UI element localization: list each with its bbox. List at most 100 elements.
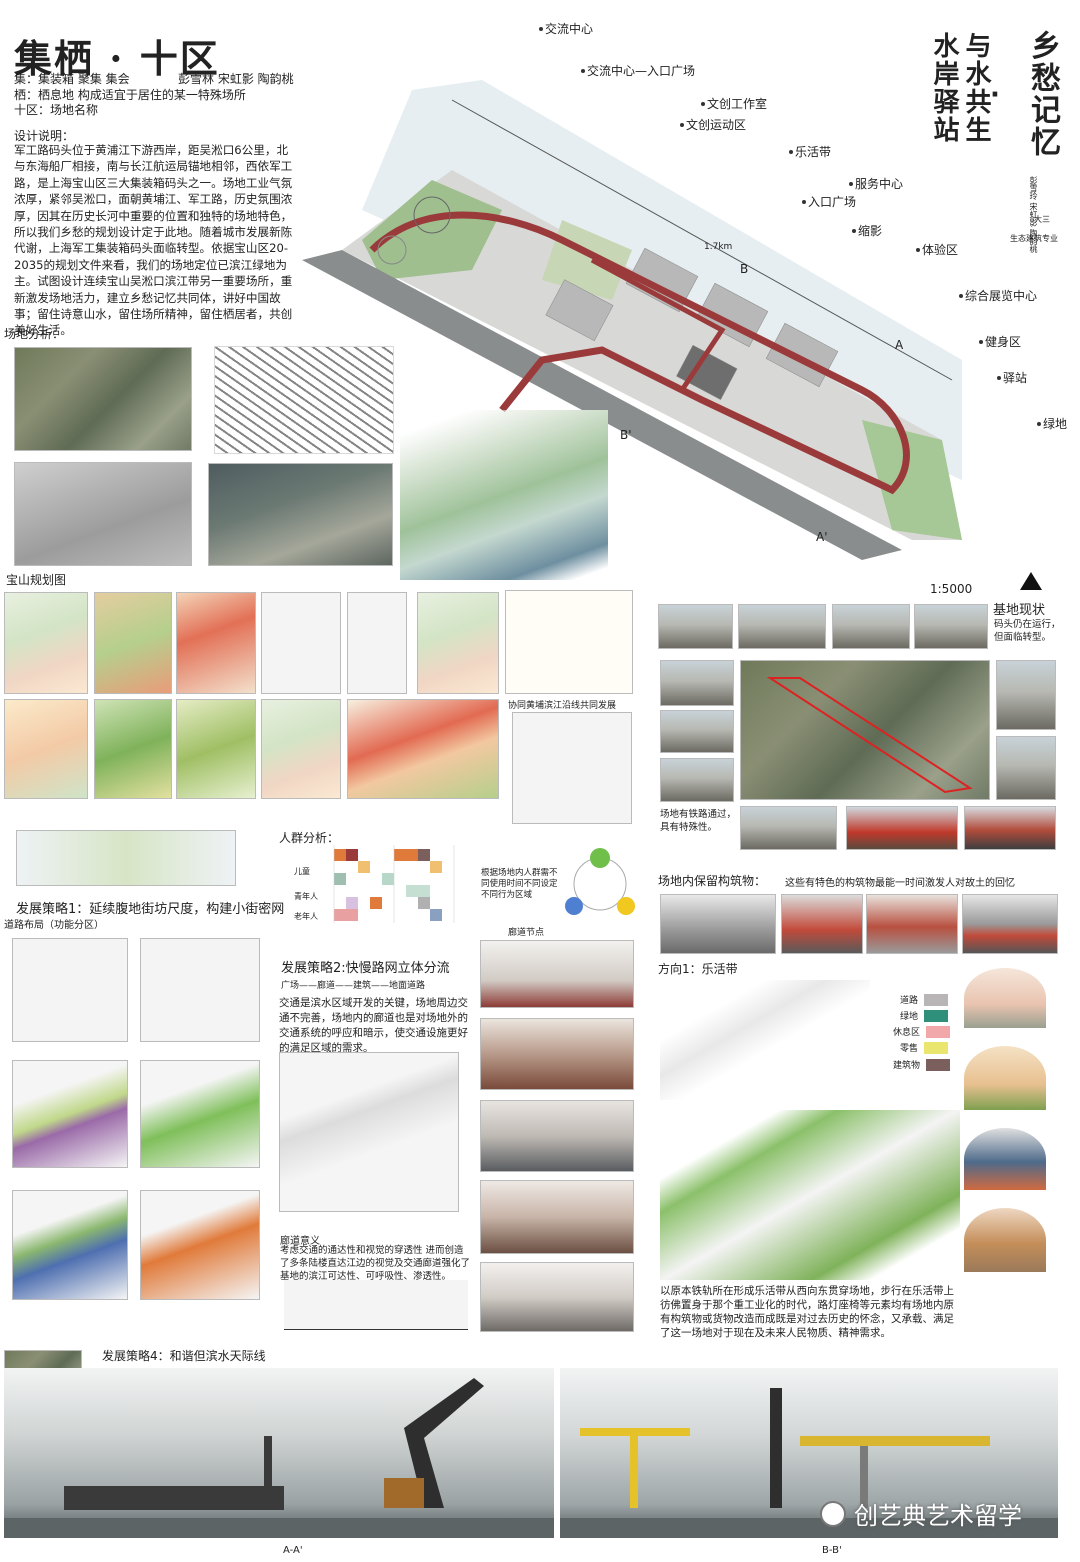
direction1-vignette-4 — [964, 1208, 1046, 1272]
status-photo-9 — [996, 736, 1056, 800]
callout-station: 驿站 — [996, 371, 1028, 385]
status-photo-12 — [964, 806, 1056, 850]
status-photo-8 — [996, 660, 1056, 730]
baoshan-plan-3 — [176, 592, 256, 694]
function-zone-1 — [12, 1060, 128, 1168]
north-arrow-icon — [1020, 572, 1042, 590]
site-layer-diagram — [400, 410, 608, 580]
section-marker-a2: A' — [816, 530, 828, 544]
baoshan-plan-5 — [347, 592, 407, 694]
retained-trailer — [962, 894, 1058, 954]
crowd-row-youth: 青年人 — [294, 892, 318, 901]
corridor-render-4 — [480, 1180, 634, 1254]
status-photo-4 — [914, 604, 988, 649]
title-dot: · — [990, 80, 1000, 110]
baoshan-plan-4 — [261, 592, 341, 694]
header-line1: 集：集装箱 聚集 集会 — [14, 72, 130, 86]
direction1-plan-2 — [660, 1110, 960, 1280]
title-grade: 大三 — [1034, 215, 1050, 224]
site-boundary — [766, 677, 973, 794]
rail-note: 场地有铁路通过，具有特殊性。 — [660, 809, 737, 833]
crowd-chart — [333, 845, 455, 923]
baoshan-plan-7 — [4, 699, 88, 799]
status-photo-7 — [660, 758, 734, 802]
section-bb-label: B-B' — [822, 1545, 842, 1556]
status-photo-5 — [660, 660, 734, 706]
masterplan-scale: 1:5000 — [930, 582, 973, 596]
baoshan-heading: 宝山规划图 — [6, 573, 67, 587]
status-photo-3 — [832, 604, 910, 649]
callout-studio: 文创工作室 — [700, 97, 768, 111]
coop-caption: 协同黄埔滨江沿线共同发展 — [508, 701, 617, 711]
crowd-heading: 人群分析： — [279, 831, 340, 845]
corridor-render-3 — [480, 1100, 634, 1172]
base-note: 码头仍在运行，但面临转型。 — [994, 619, 1061, 643]
header-line3: 十区：场地名称 — [14, 103, 99, 117]
title-col2: 与水共生 — [961, 32, 991, 144]
watermark: 创艺典艺术留学 — [820, 1496, 1022, 1531]
callout-miniature: 缩影 — [851, 224, 883, 238]
coop-map — [512, 712, 632, 824]
site-map-figure-ground — [214, 346, 394, 454]
site-analysis-heading: 场地分析： — [4, 327, 65, 341]
strategy2-meaning-body: 考虑交通的通达性和视觉的穿透性 进而创造了多条陆楼直达江边的视觉及交通廊道强化了… — [280, 1245, 471, 1282]
design-body: 军工路码头位于黄浦江下游西岸，距吴淞口6公里，北与东海船厂相接，南与长江航运局锚… — [14, 143, 293, 338]
strategy2-title: 发展策略2:快慢路网立体分流 — [281, 961, 450, 976]
callout-experience: 体验区 — [915, 243, 959, 257]
function-zone-2 — [140, 1060, 260, 1168]
title-authors: 彭雪玲 宋虹影 陶韵桃 — [1029, 176, 1038, 254]
callout-leisure-belt: 乐活带 — [788, 145, 832, 159]
baoshan-plan-10 — [261, 699, 341, 799]
section-marker-b: B — [740, 262, 749, 276]
status-photo-1 — [658, 604, 733, 649]
baoshan-plan-9 — [176, 699, 256, 799]
callout-entrance-plaza: 入口广场 — [801, 195, 857, 209]
strategy2-meaning-heading: 廊道意义 — [280, 1236, 320, 1247]
status-photo-2 — [738, 604, 826, 649]
title-major: 生态建筑专业 — [1010, 234, 1058, 243]
section-marker-a: A — [895, 338, 904, 352]
policy-diagram — [505, 590, 633, 694]
crowd-circle-diagram — [565, 848, 635, 915]
site-satellite-2 — [208, 463, 393, 566]
section-aa-label: A-A' — [283, 1545, 303, 1556]
function-zone-4 — [140, 1190, 260, 1300]
direction1-plan-1 — [660, 980, 870, 1100]
callout-exchange-entrance: 交流中心—入口广场 — [580, 64, 696, 78]
direction1-body: 以原本铁轨所在形成乐活带从西向东贯穿场地，步行在乐活带上彷佛置身于那个重工业化的… — [660, 1285, 954, 1339]
callout-exchange-center: 交流中心 — [538, 22, 594, 36]
section-bb-drawing — [560, 1388, 1058, 1538]
strategy1-maps — [16, 830, 236, 886]
title-col1: 水岸驿站 — [929, 32, 959, 144]
strategy1-sub: 道路布局（功能分区） — [4, 920, 104, 931]
retained-note: 这些有特色的构筑物最能一时间激发人对故土的回忆 — [785, 878, 1015, 889]
legend-retail: 零售 — [900, 1041, 949, 1054]
direction1-vignette-3 — [964, 1128, 1046, 1190]
crowd-note: 根据场地内人群需不同使用时间不同设定不同行为区域 — [481, 868, 558, 900]
retained-crane — [866, 894, 958, 954]
callout-exhibition: 综合展览中心 — [958, 289, 1038, 303]
design-heading: 设计说明： — [14, 129, 75, 143]
legend-road: 道路 — [900, 993, 949, 1006]
strategy1-title: 发展策略1：延续腹地街坊尺度，构建小街密网 — [16, 902, 285, 917]
retained-gantry — [660, 894, 776, 954]
road-layout-1 — [12, 938, 128, 1042]
baoshan-plan-2 — [94, 592, 172, 694]
header-authors: 彭雪林 宋虹影 陶韵桃 — [178, 72, 294, 86]
page-title: 集栖 · 十区 — [14, 36, 220, 81]
site-satellite-1 — [14, 347, 192, 451]
strategy2-diagram — [279, 1052, 459, 1212]
masterplan — [302, 80, 962, 560]
callout-fitness: 健身区 — [978, 335, 1022, 349]
baoshan-plan-11 — [347, 699, 499, 799]
corridor-render-2 — [480, 1018, 634, 1090]
retained-heading: 场地内保留构筑物： — [658, 874, 767, 888]
strategy2-flow: 广场——廊道——建筑——地面道路 — [281, 981, 426, 991]
base-heading: 基地现状 — [993, 603, 1046, 618]
direction1-vignette-1 — [964, 968, 1046, 1028]
site-aerial-bw — [14, 462, 192, 566]
baoshan-plan-6 — [417, 592, 499, 694]
direction1-vignette-2 — [964, 1046, 1046, 1110]
crowd-row-child: 儿童 — [294, 867, 310, 876]
callout-sports: 文创运动区 — [679, 118, 747, 132]
